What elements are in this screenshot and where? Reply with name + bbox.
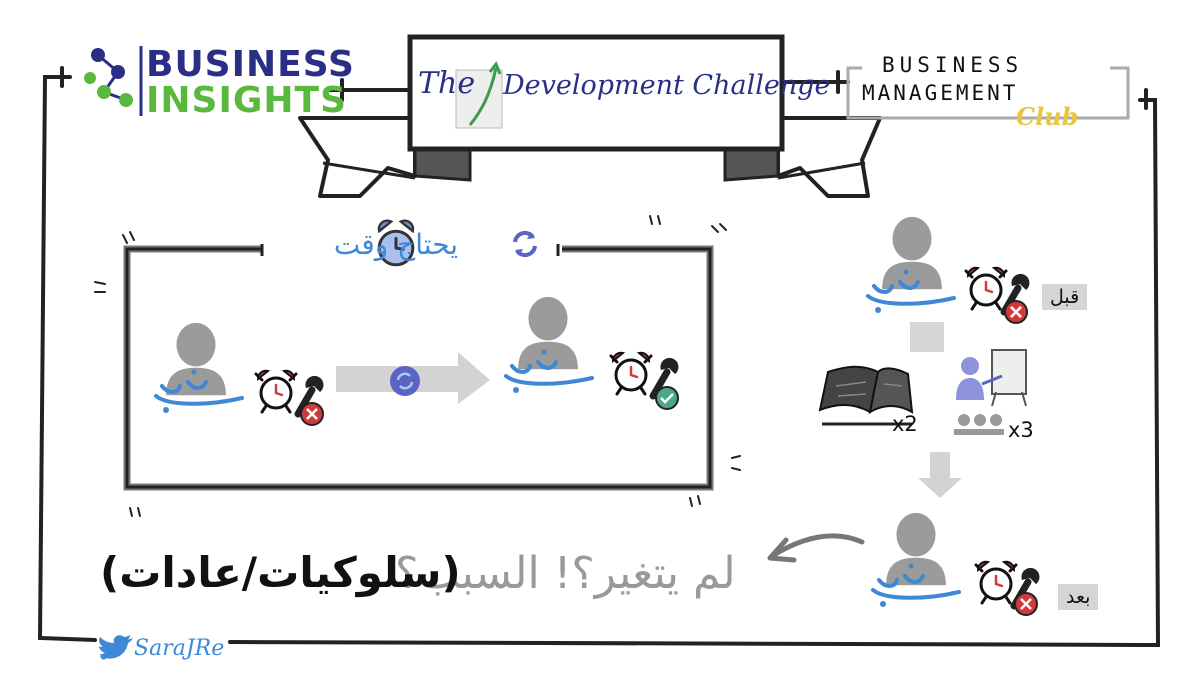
alarm-clock-icon bbox=[966, 268, 1006, 309]
after-stage bbox=[873, 513, 1039, 615]
down-arrow bbox=[918, 452, 962, 498]
cross-badge-icon bbox=[1015, 593, 1037, 615]
person-after-change bbox=[506, 297, 592, 393]
connector-block bbox=[910, 322, 944, 352]
transition-arrow bbox=[336, 352, 490, 404]
logo-left-line1: BUSINESS bbox=[146, 46, 355, 84]
answer-text: (سلوكيات/عادات) bbox=[100, 548, 461, 597]
person-before-change bbox=[156, 323, 242, 413]
alarm-clock-icon bbox=[976, 562, 1016, 603]
twitter-handle: SaraJRe bbox=[134, 636, 224, 661]
before-stage bbox=[868, 217, 1029, 323]
twitter-bird-icon bbox=[99, 635, 133, 660]
check-badge-icon bbox=[656, 387, 678, 409]
logo-right-line1: BUSINESS bbox=[882, 52, 1023, 78]
title-banner bbox=[300, 37, 880, 196]
cross-badge-icon bbox=[1005, 301, 1027, 323]
habit-fixed-group bbox=[611, 353, 678, 409]
after-label: بعد bbox=[1058, 584, 1098, 610]
business-insights-logo bbox=[84, 46, 141, 116]
cross-badge-icon bbox=[301, 403, 323, 425]
person-icon bbox=[882, 217, 942, 289]
logo-left-line2: INSIGHTS bbox=[146, 82, 347, 120]
refresh-icon bbox=[390, 366, 420, 396]
logo-right-script: Club bbox=[1016, 102, 1078, 131]
banner-title: Development Challenge bbox=[503, 70, 830, 101]
person-icon bbox=[518, 297, 578, 369]
alarm-clock-icon bbox=[611, 353, 651, 394]
books-multiplier: x2 bbox=[892, 412, 918, 436]
molecule-logo-icon bbox=[84, 48, 133, 107]
needs-time-caption: يحتاج وقت bbox=[292, 228, 500, 261]
question-arrow bbox=[770, 536, 862, 560]
person-icon bbox=[166, 323, 226, 395]
before-label: قبل bbox=[1042, 284, 1087, 310]
person-icon bbox=[886, 513, 946, 585]
logo-right-line2: MANAGEMENT bbox=[862, 80, 1018, 106]
banner-title-the: The bbox=[418, 66, 475, 101]
trainings-multiplier: x3 bbox=[1008, 418, 1034, 442]
habit-broken-group bbox=[256, 371, 323, 425]
alarm-clock-icon bbox=[256, 371, 296, 412]
